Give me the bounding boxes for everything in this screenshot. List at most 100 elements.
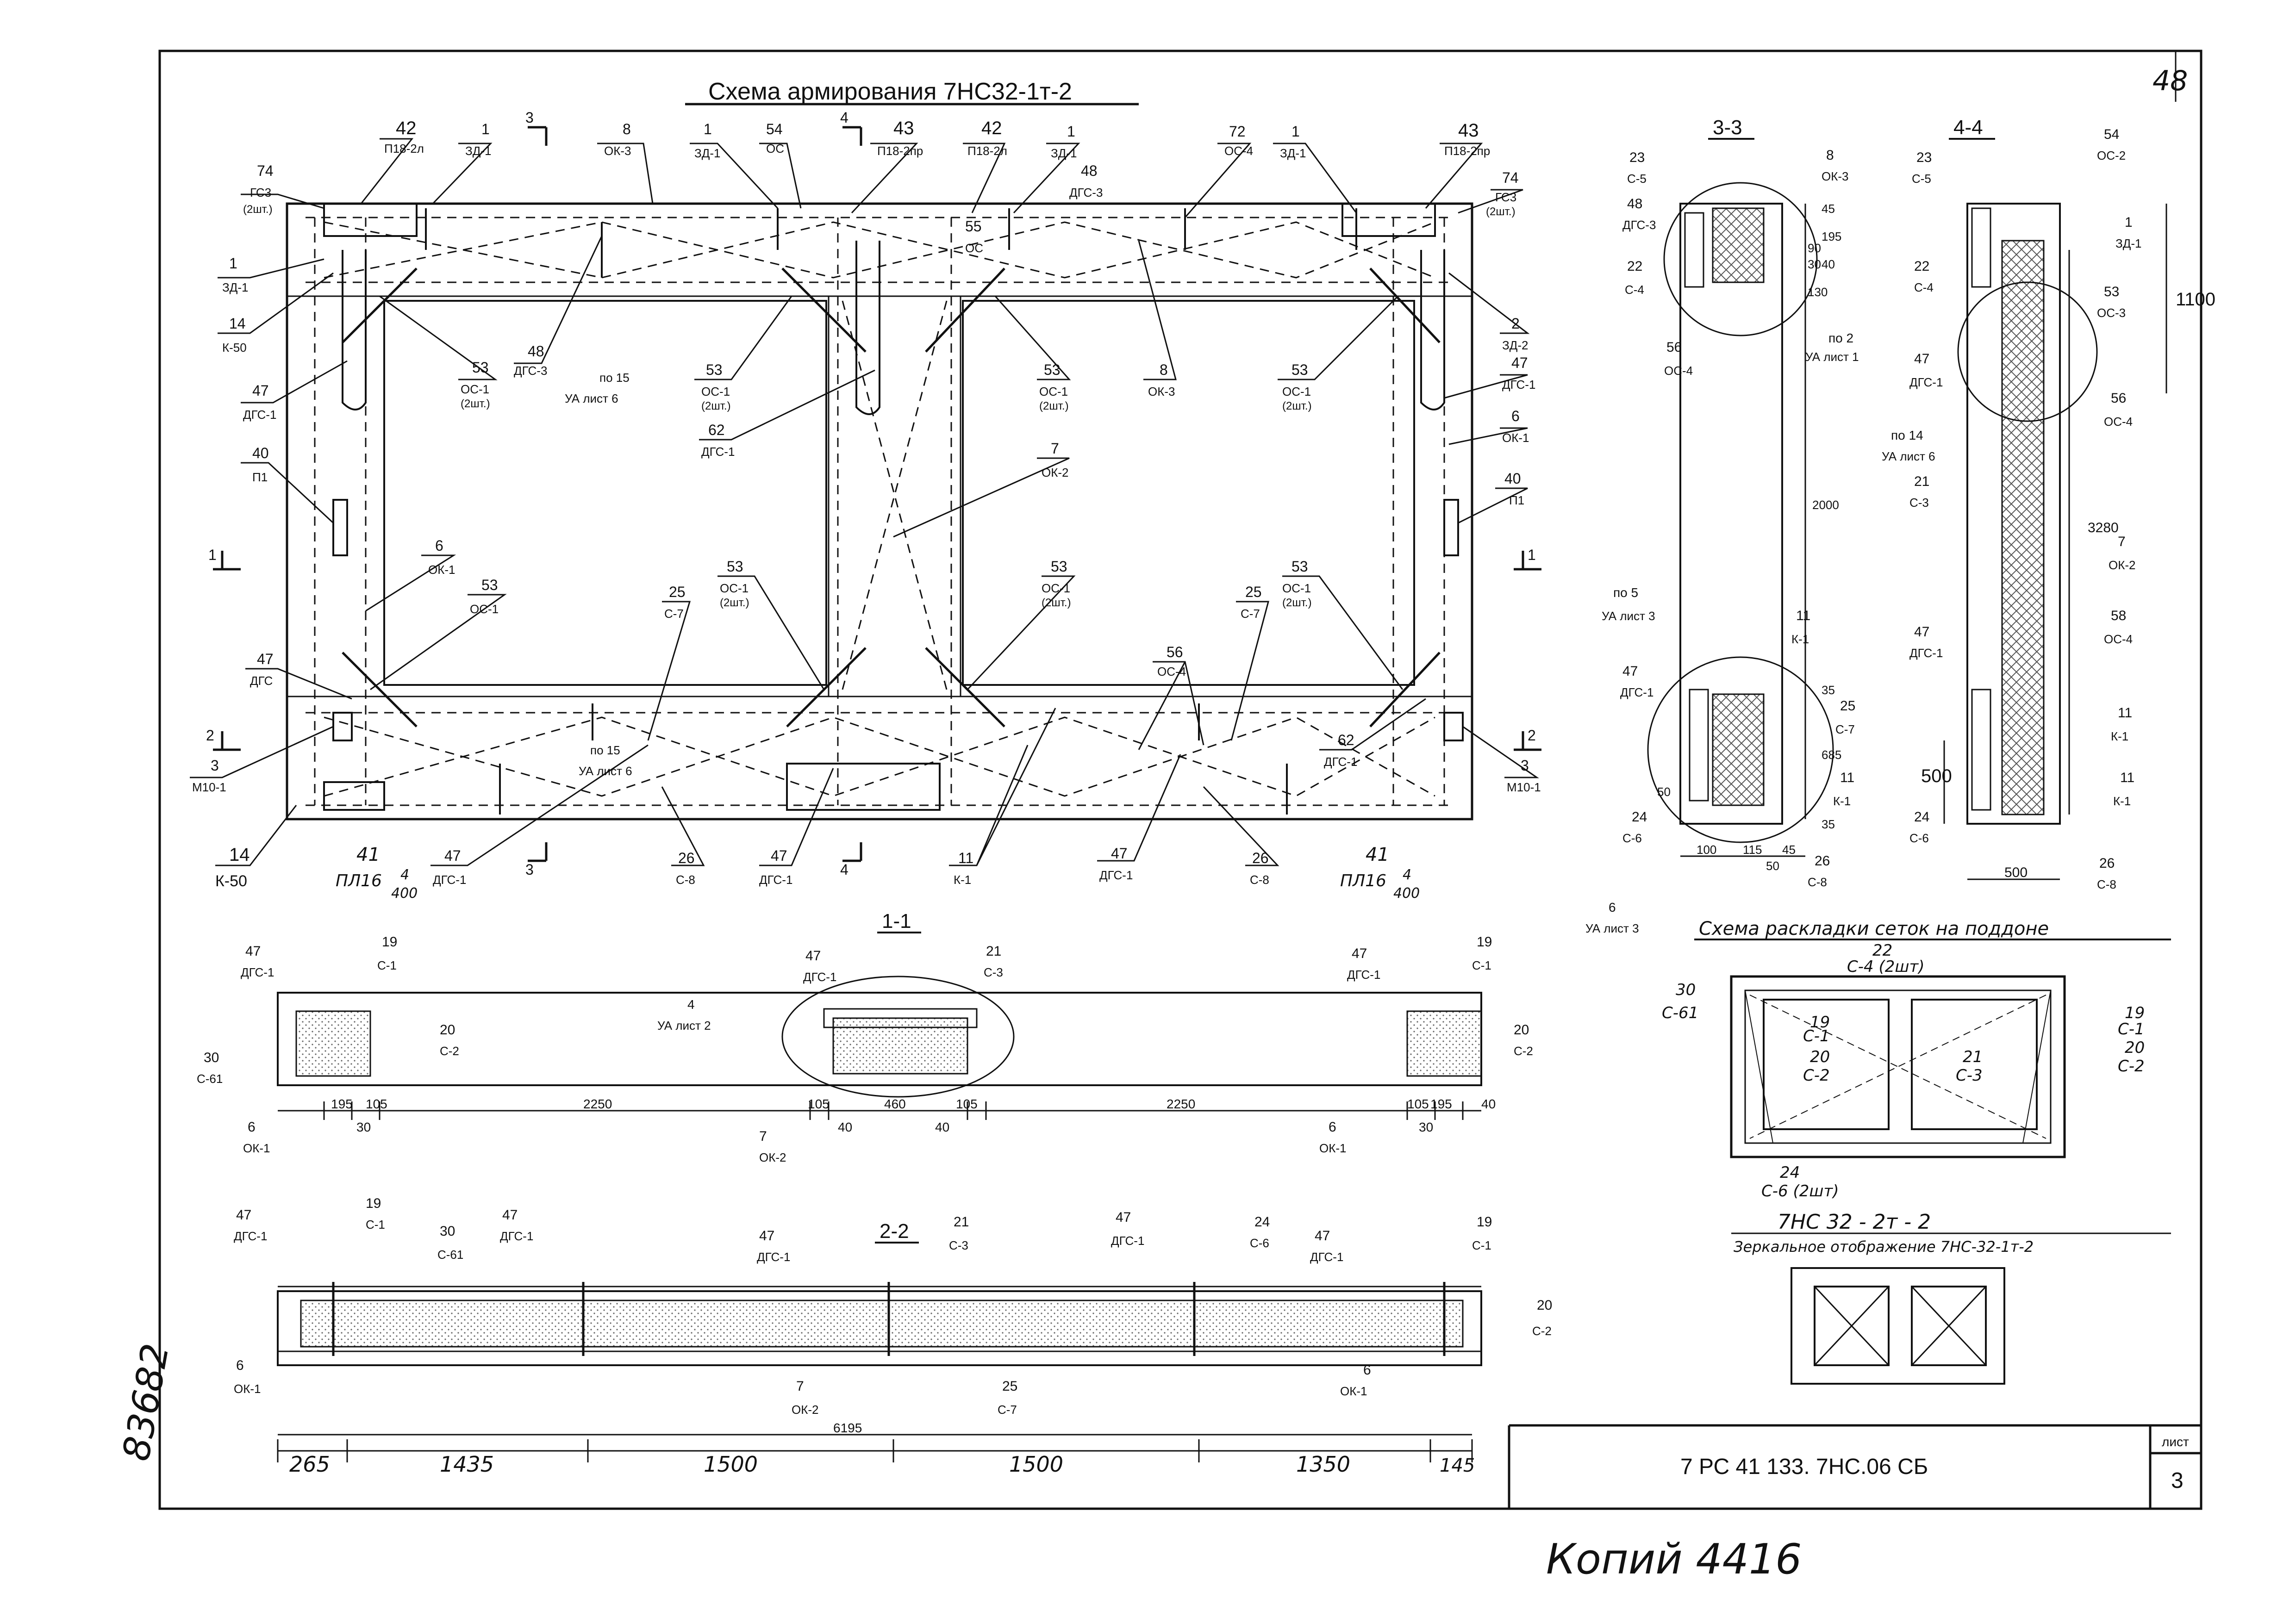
- label-3a: 3: [211, 757, 219, 774]
- s44-23: 23: [1916, 150, 1932, 165]
- label-47b-code: ДГС-1: [1502, 378, 1535, 392]
- dim-1350: 1350: [1296, 1452, 1350, 1477]
- s33-ref-ua3b: УА лист 3: [1585, 921, 1639, 935]
- label-2-code: ЗД-2: [1502, 338, 1528, 352]
- s11-dim-105a: 105: [366, 1097, 387, 1111]
- mesh-30: 30: [1676, 981, 1696, 999]
- cut-4-top: 4: [840, 109, 849, 126]
- leader-lines: [190, 138, 1539, 866]
- s44-7: 7: [2118, 534, 2126, 549]
- mesh-22-c: С-4 (2шт): [1847, 958, 1925, 976]
- label-40b: 40: [1504, 470, 1521, 487]
- s44-53: 53: [2104, 284, 2119, 299]
- s11-dim-30a: 30: [356, 1120, 371, 1134]
- label-3b: 3: [1521, 757, 1529, 774]
- corner-number: 48: [2152, 65, 2188, 97]
- label-56: 56: [1167, 644, 1183, 660]
- s22-19b: 19: [1477, 1214, 1492, 1230]
- label-47b: 47: [1511, 354, 1528, 371]
- mesh-19b-c: С-1: [2118, 1020, 2145, 1038]
- s33-56: 56: [1666, 340, 1682, 355]
- s44-56-c: ОС-4: [2104, 415, 2133, 429]
- s11-30-c: С-61: [197, 1072, 223, 1086]
- label-3a-code: М10-1: [192, 780, 226, 794]
- s33-25: 25: [1840, 698, 1855, 714]
- s11-dim-105d: 105: [1407, 1097, 1429, 1111]
- label-43b: 43: [1458, 120, 1479, 141]
- cut-1-right: 1: [1528, 547, 1536, 563]
- mesh-22: 22: [1872, 941, 1892, 960]
- ref-frac-bot-a: 400: [391, 885, 418, 902]
- s44-47a: 47: [1914, 351, 1929, 367]
- s33-d2000: 2000: [1812, 498, 1839, 512]
- s44-11b: 11: [2120, 770, 2134, 785]
- s44-11a: 11: [2118, 705, 2132, 721]
- label-56-code: ОС-4: [1157, 665, 1186, 678]
- s44-22: 22: [1914, 259, 1929, 274]
- cut-2-right: 2: [1528, 727, 1536, 744]
- label-43b-code: П18-2пр: [1444, 144, 1490, 158]
- label-7-code: ОК-2: [1042, 466, 1069, 479]
- mesh-20a: 20: [1810, 1048, 1830, 1066]
- label-74b: 74: [1502, 169, 1519, 186]
- s33-26-c: С-8: [1808, 875, 1827, 889]
- s11-dim-2250b: 2250: [1167, 1097, 1195, 1111]
- s11-21: 21: [986, 944, 1001, 959]
- s22-6a-c: ОК-1: [234, 1382, 261, 1396]
- label-47c-code: ДГС: [250, 674, 273, 688]
- label-62a: 62: [708, 422, 725, 438]
- label-42b: 42: [981, 118, 1002, 138]
- label-53g-qty: (2шт.): [1042, 597, 1071, 609]
- s11-47a: 47: [245, 944, 261, 959]
- label-40b-code: П1: [1509, 493, 1524, 507]
- s22-19a-c: С-1: [366, 1218, 385, 1231]
- s33-d130: 130: [1808, 285, 1828, 299]
- s44-ref-po14: по 14: [1891, 428, 1923, 442]
- label-1e-code: ЗД-1: [222, 280, 248, 294]
- s44-ref-ua6: УА лист 6: [1882, 449, 1935, 463]
- s22-6b: 6: [1363, 1362, 1371, 1378]
- label-14a-code: К-50: [222, 341, 247, 354]
- section-2-2-labels: 47 ДГС-1 19 С-1 30 С-61 47 ДГС-1 47 ДГС-…: [234, 1196, 1552, 1417]
- label-53c: 53: [1044, 361, 1061, 378]
- label-47e-code: ДГС-1: [759, 873, 792, 887]
- s11-20b-c: С-2: [1514, 1044, 1533, 1058]
- s22-7: 7: [796, 1379, 804, 1394]
- s33-d115: 115: [1743, 843, 1762, 857]
- s11-dim-2250a: 2250: [583, 1097, 612, 1111]
- s33-11b-c: К-1: [1833, 794, 1851, 808]
- s11-dim-195a: 195: [331, 1097, 353, 1111]
- s33-d40: 40: [1822, 257, 1835, 271]
- s11-30: 30: [204, 1050, 219, 1065]
- label-47f: 47: [1111, 845, 1128, 862]
- s44-23-c: С-5: [1912, 172, 1931, 186]
- label-8b: 8: [1160, 361, 1168, 378]
- label-53g-code: ОС-1: [1042, 581, 1070, 595]
- s22-25: 25: [1002, 1379, 1017, 1394]
- cut-3-top: 3: [525, 109, 534, 126]
- s44-d1100: 1100: [2176, 289, 2215, 310]
- s33-24: 24: [1632, 809, 1647, 825]
- label-74b-qty: (2шт.): [1486, 205, 1516, 218]
- label-8a-code: ОК-3: [604, 144, 631, 158]
- s33-ref-6: 6: [1609, 900, 1616, 914]
- cut-4-bottom: 4: [840, 861, 849, 878]
- cut-1-left: 1: [208, 547, 217, 563]
- main-title: Схема армирования 7НС32-1т-2: [708, 78, 1072, 105]
- s33-8: 8: [1826, 148, 1834, 163]
- section-3-3-dims: 45 195 40 30 90 130 2000 35 685 35 50 10…: [1657, 202, 1841, 873]
- label-62b: 62: [1338, 732, 1354, 748]
- s11-47c-c: ДГС-1: [1347, 968, 1380, 982]
- label-53c-code: ОС-1: [1039, 385, 1068, 398]
- label-53f-qty: (2шт.): [720, 597, 749, 609]
- mesh-24-c: С-6 (2шт): [1761, 1182, 1839, 1200]
- s33-ref-ua3a: УА лист 3: [1602, 609, 1655, 623]
- label-3b-code: М10-1: [1507, 780, 1541, 794]
- label-53g: 53: [1051, 558, 1067, 575]
- label-26b: 26: [1252, 850, 1269, 866]
- main-label-group: 42 П18-2л 1 ЗД-1 8 ОК-3 1 ЗД-1 54 ОС 43 …: [192, 118, 1541, 890]
- s22-25-c: С-7: [998, 1403, 1017, 1417]
- label-14a: 14: [229, 315, 246, 332]
- dim-1500a: 1500: [704, 1452, 758, 1477]
- label-53d-qty: (2шт.): [1282, 400, 1312, 412]
